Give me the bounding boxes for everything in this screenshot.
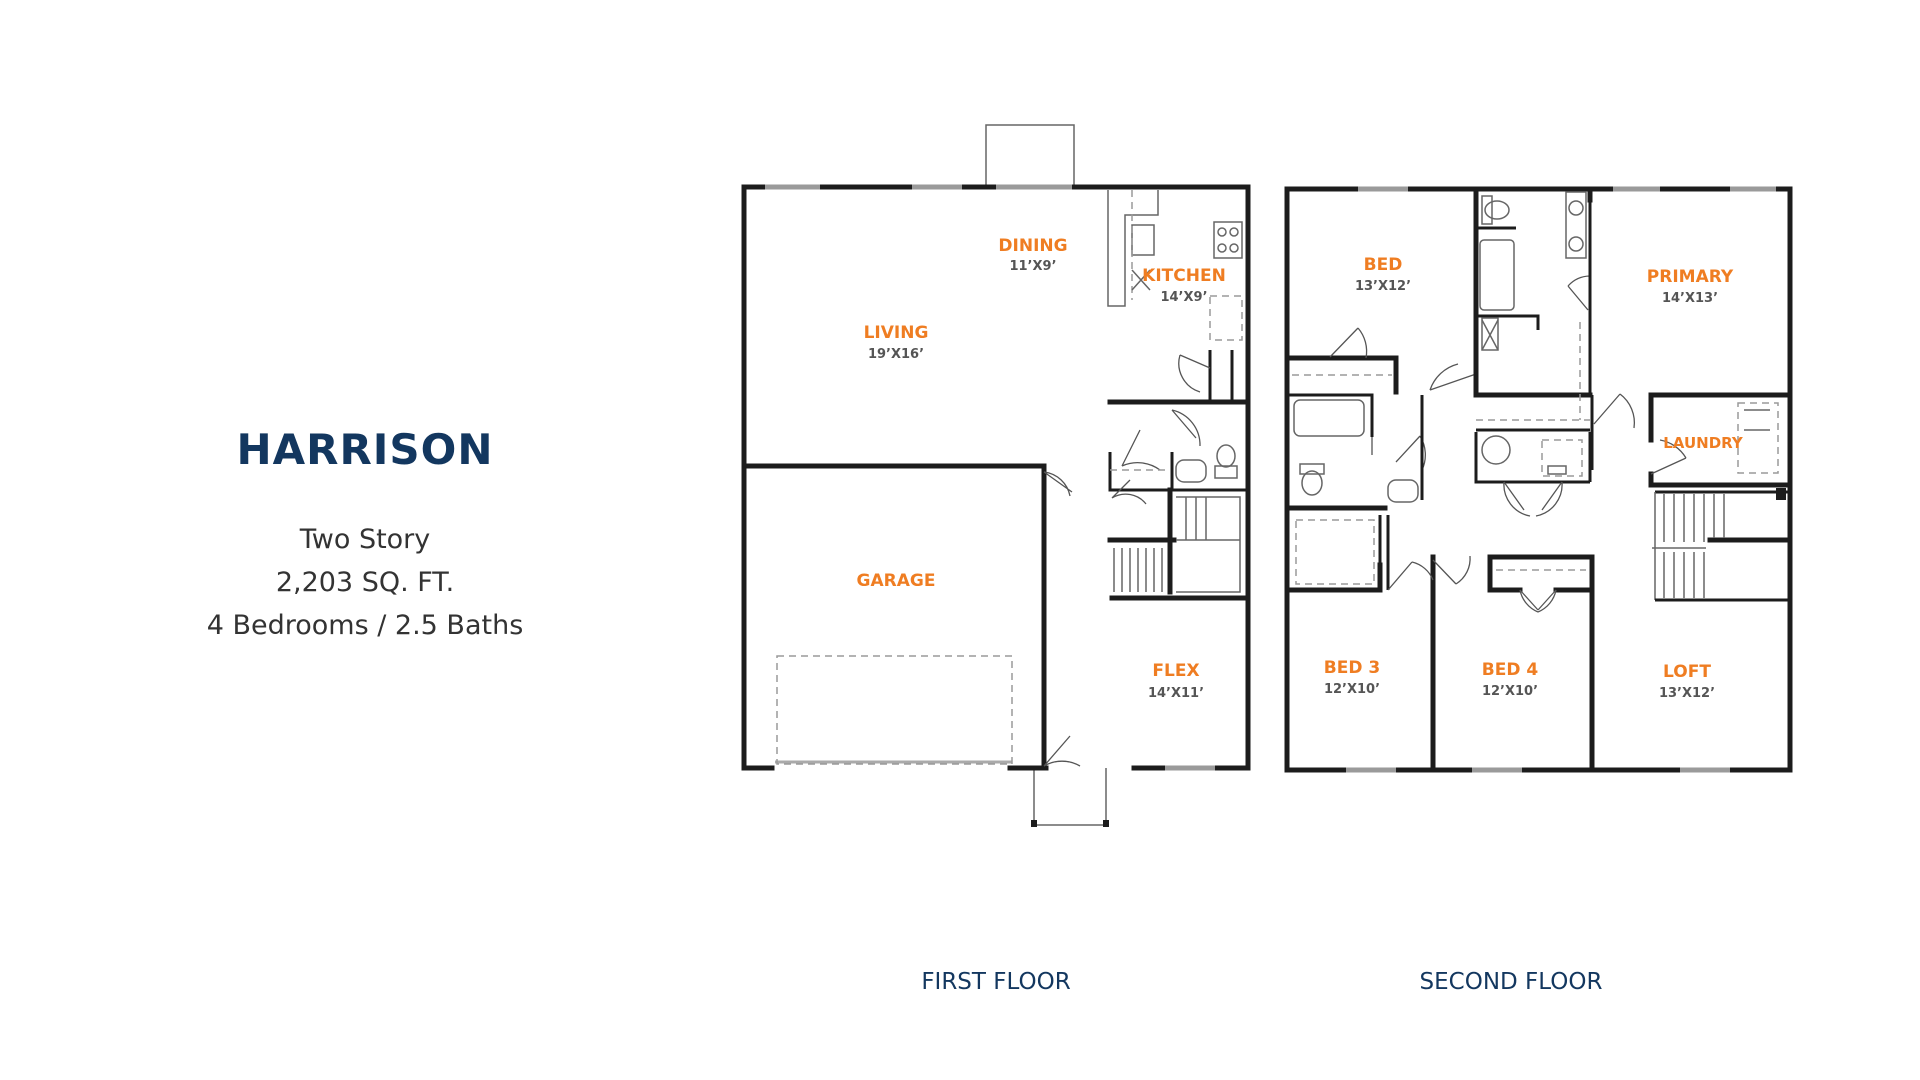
room-garage-name: GARAGE [857,571,936,591]
plan-square-feet: 2,203 SQ. FT. [275,567,455,598]
linen-fixture-icon [1481,435,1511,465]
powder-toilet-icon [1216,444,1236,468]
first-floor-plan [741,124,1251,827]
range-icon [1213,221,1243,259]
rear-bump-out [985,124,1075,188]
room-flex-size: 14’X11’ [1148,686,1204,701]
garage-car-outline [776,655,1013,765]
room-loft-size: 13’X12’ [1659,686,1715,701]
plan-stories: Two Story [299,524,431,555]
room-kitchen-size: 14’X9’ [1160,290,1207,305]
primary-toilet-icon [1484,200,1510,220]
room-living-size: 19’X16’ [868,347,924,362]
room-laundry-name: LAUNDRY [1663,434,1744,452]
plan-info: HARRISON Two Story 2,203 SQ. FT. 4 Bedro… [150,425,580,647]
powder-sink-icon [1175,459,1207,483]
hall-sink-icon [1387,479,1419,503]
room-dining-size: 11’X9’ [1009,259,1056,274]
room-bed-size: 13’X12’ [1355,279,1411,294]
kitchen-sink-icon [1131,224,1155,256]
plan-title: HARRISON [236,425,494,474]
room-dining-name: DINING [998,236,1067,256]
room-bed4-name: BED 4 [1482,660,1539,680]
refrigerator-outline [1209,295,1243,341]
primary-tub-icon [1479,239,1515,311]
room-flex-name: FLEX [1152,661,1199,681]
hall-bathtub-icon [1293,399,1365,437]
washer-dryer-outline [1737,402,1779,474]
first-floor-stairs [1113,496,1241,593]
front-door-icon [1043,735,1081,767]
room-primary-name: PRIMARY [1647,267,1734,287]
room-bed4-size: 12’X10’ [1482,684,1538,699]
second-floor-stairs [1652,488,1793,602]
room-bed3-name: BED 3 [1324,658,1380,678]
room-living-name: LIVING [864,323,929,343]
room-kitchen-name: KITCHEN [1142,266,1226,286]
hall-toilet-icon [1301,470,1323,496]
first-floor-label: FIRST FLOOR [921,969,1070,995]
second-floor-plan [1284,186,1793,773]
kitchen-island [1107,190,1159,307]
second-floor-label: SECOND FLOOR [1420,969,1603,995]
room-bed-name: BED [1364,255,1403,275]
front-porch [1033,768,1107,826]
room-bed3-size: 12’X10’ [1324,682,1380,697]
plan-bed-bath: 4 Bedrooms / 2.5 Baths [206,610,524,641]
room-primary-size: 14’X13’ [1662,291,1718,306]
room-loft-name: LOFT [1663,662,1711,682]
primary-vanity-icon [1565,191,1587,259]
